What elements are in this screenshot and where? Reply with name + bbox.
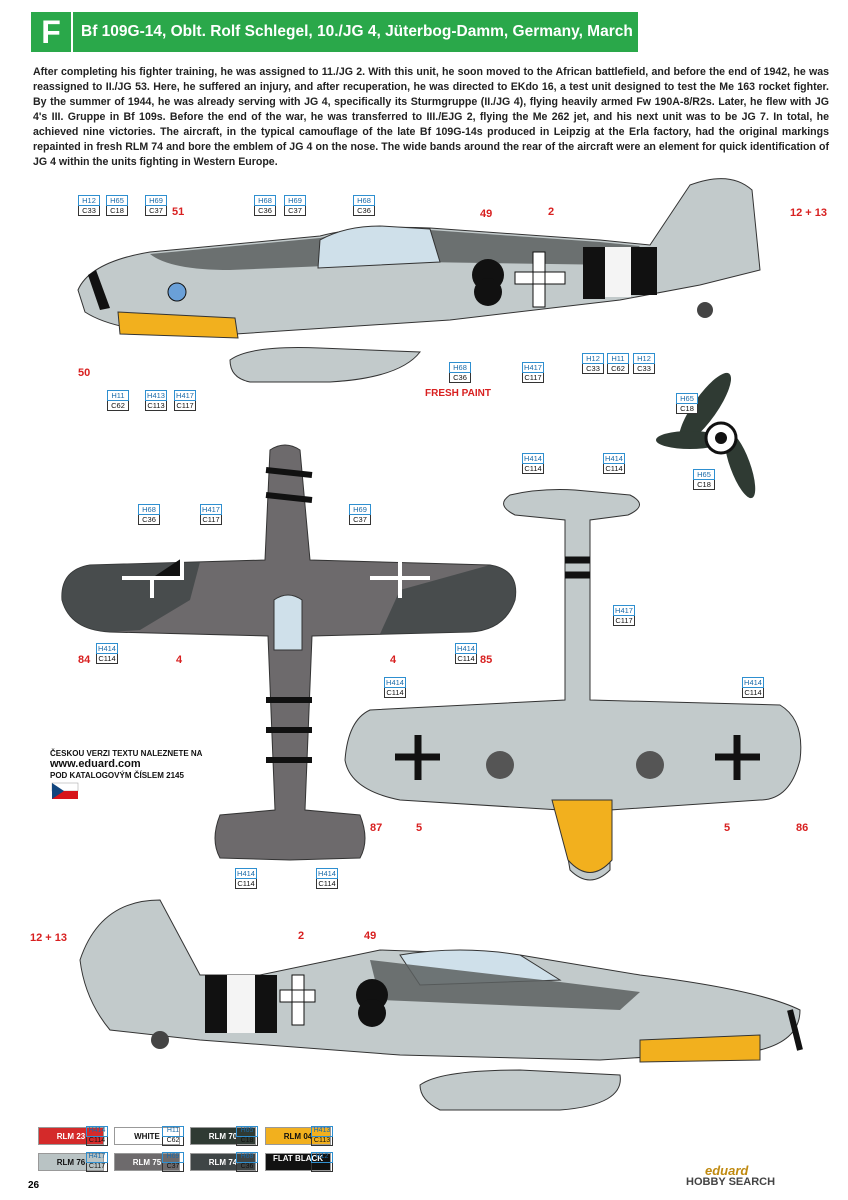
- callout-number: 2: [298, 930, 305, 942]
- czech-line2: POD KATALOGOVÝM ČÍSLEM 2145: [50, 771, 184, 780]
- bottom-view: [344, 489, 802, 881]
- legend-swatch-rlm74: RLM 74: [190, 1153, 256, 1171]
- eduard-logo: eduard: [705, 1163, 749, 1178]
- profile-title: Bf 109G-14, Oblt. Rolf Schlegel, 10./JG …: [81, 23, 672, 40]
- hobby-search-watermark: HOBBY SEARCH: [686, 1176, 776, 1188]
- callout-number: 86: [796, 822, 809, 834]
- profile-letter: F: [31, 12, 73, 52]
- callout-number: 50: [78, 367, 91, 379]
- czech-line1: ČESKOU VERZI TEXTU NALEZNETE NA: [50, 749, 203, 758]
- propeller: [656, 372, 756, 499]
- side-view-right: [79, 899, 803, 1111]
- callout-number: 4: [176, 654, 183, 666]
- czech-version-note: ČESKOU VERZI TEXTU NALEZNETE NA www.edua…: [50, 748, 250, 781]
- callout-number: 12 + 13: [790, 207, 828, 219]
- page-number: 26: [28, 1180, 40, 1191]
- callout-number: 12 + 13: [30, 932, 68, 944]
- top-view: [61, 444, 517, 861]
- callout-number: 5: [416, 822, 423, 834]
- callout-number: 5: [724, 822, 731, 834]
- callout-number: 49: [364, 930, 377, 942]
- callout-number: 84: [78, 654, 91, 666]
- legend-swatch-rlm76: RLM 76: [38, 1153, 104, 1171]
- czech-url: www.eduard.com: [50, 758, 141, 770]
- callout-number: 87: [370, 822, 383, 834]
- intro-text: After completing his fighter training, h…: [33, 66, 829, 168]
- callout-number: 51: [172, 206, 185, 218]
- callout-number: 4: [390, 654, 397, 666]
- fresh-paint-label: FRESH PAINT: [425, 388, 491, 399]
- callout-number: 2: [548, 206, 555, 218]
- callout-number: 49: [480, 208, 493, 220]
- side-view-left: [77, 178, 761, 383]
- callout-number: 85: [480, 654, 493, 666]
- profile-header: F Bf 109G-14, Oblt. Rolf Schlegel, 10./J…: [31, 12, 672, 52]
